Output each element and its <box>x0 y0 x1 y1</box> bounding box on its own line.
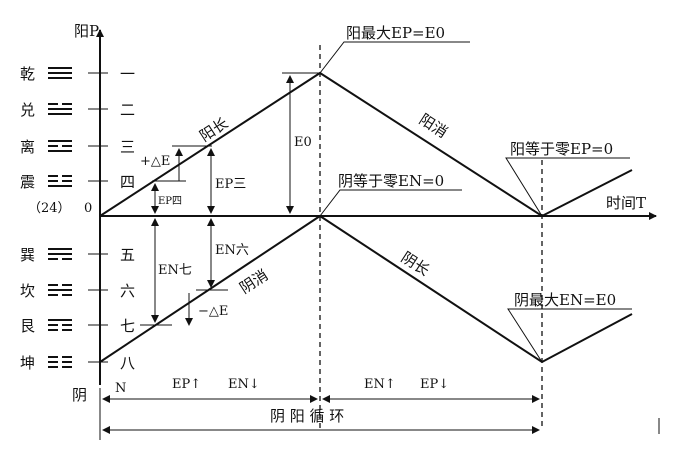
yin-curve <box>99 214 633 364</box>
ep4-label: EP四 <box>158 196 182 207</box>
trigram-row: 震四 <box>20 173 135 191</box>
trigram-symbol-icon <box>48 140 72 152</box>
trigram-symbol-icon <box>48 175 72 187</box>
yang-curve <box>99 71 633 218</box>
yin-zero-label: 阴等于零EN=0 <box>338 172 444 190</box>
trigram-row: 离三 <box>20 138 135 156</box>
left-ep-up: EP↑ <box>172 377 201 392</box>
yang-grow-label: 阳长 <box>196 114 231 145</box>
origin-label: 0 <box>84 201 92 216</box>
yin-max-label: 阴最大EN=E0 <box>514 291 616 309</box>
trigram-row: 兑二 <box>20 101 135 119</box>
left-en-down: EN↓ <box>228 377 260 392</box>
trigram-symbol-icon <box>48 319 72 331</box>
trigram-name: 坎 <box>20 282 35 300</box>
trigram-row: 巽五 <box>20 246 135 264</box>
y-axis-top-label: 阳P <box>74 22 99 40</box>
trigram-rows: 乾一兑二离三震四巽五坎六艮七坤八 <box>20 65 135 372</box>
yang-zero-label: 阳等于零EP=0 <box>510 140 613 158</box>
trigram-name: 艮 <box>20 317 35 335</box>
trigram-number: 四 <box>120 173 135 191</box>
trigram-number: 八 <box>120 354 135 372</box>
minus-delta-label: −△E <box>198 304 228 319</box>
trigram-number: 五 <box>120 246 135 264</box>
trigram-number: 三 <box>120 138 135 156</box>
trigram-name: 兑 <box>20 101 35 119</box>
trigram-name: 巽 <box>20 246 35 264</box>
trigram-number: 七 <box>120 317 135 335</box>
en6-label: EN六 <box>215 243 249 258</box>
right-ep-down: EP↓ <box>420 377 449 392</box>
trigram-name: 坤 <box>20 354 35 372</box>
yin-zero-leader <box>319 189 462 217</box>
trigram-name: 乾 <box>20 65 35 83</box>
ep3-label: EP三 <box>215 177 246 192</box>
trigram-number: 六 <box>120 282 135 300</box>
plus-delta-label: +△E <box>140 154 170 169</box>
right-en-up: EN↑ <box>364 377 396 392</box>
cycle-label: 阴 阳 循 环 <box>270 407 344 425</box>
trigram-row: 坎六 <box>20 282 135 300</box>
trigram-symbol-icon <box>48 67 72 79</box>
trigram-number: 一 <box>120 65 135 83</box>
trigram-name: 离 <box>20 138 35 156</box>
trigram-symbol-icon <box>48 103 72 115</box>
yin-fade-label: 阴消 <box>236 266 271 297</box>
trigram-symbol-icon <box>48 356 72 368</box>
en7-label: EN七 <box>158 263 192 278</box>
x-axis-label: 时间T <box>606 194 646 212</box>
e0-label: E0 <box>294 135 312 150</box>
origin-tag: （24） <box>28 201 71 216</box>
yang-max-leader <box>319 41 470 74</box>
trigram-symbol-icon <box>48 248 72 260</box>
y-axis-bottom-label: 阴 <box>72 386 87 404</box>
trigram-number: 二 <box>120 101 135 119</box>
trigram-name: 震 <box>20 173 35 191</box>
yin-grow-label: 阴长 <box>398 248 433 279</box>
trigram-row: 坤八 <box>20 354 135 372</box>
yang-max-label: 阳最大EP=E0 <box>346 24 445 42</box>
n-label: N <box>115 381 126 396</box>
trigram-symbol-icon <box>48 284 72 296</box>
yin-max-leader <box>507 308 632 363</box>
trigram-row: 艮七 <box>20 317 135 335</box>
yang-zero-leader <box>505 157 630 217</box>
trigram-row: 乾一 <box>20 65 135 83</box>
